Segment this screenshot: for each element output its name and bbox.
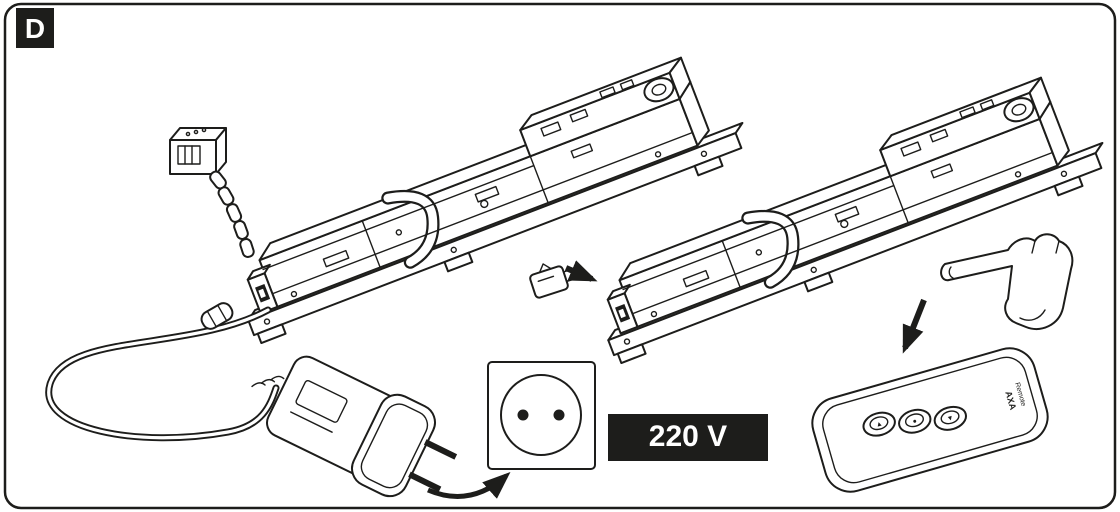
step-label: D xyxy=(25,13,45,44)
plug-face xyxy=(351,393,436,498)
down-icon: ▼ xyxy=(946,414,955,423)
stop-icon: ● xyxy=(912,418,918,426)
socket-hole xyxy=(553,409,565,421)
press-button-arrow-icon xyxy=(902,298,927,354)
chain xyxy=(209,170,255,258)
power-adapter xyxy=(251,355,458,498)
remote-button-stop: ● xyxy=(898,408,932,434)
plug-pin xyxy=(408,471,442,492)
ferrite-bead xyxy=(200,302,234,330)
panel-border xyxy=(3,2,1117,510)
chain-connector-block xyxy=(169,127,227,175)
cable-plug xyxy=(529,263,576,299)
power-cable xyxy=(45,302,280,442)
plug-into-socket-arrow-icon xyxy=(427,472,511,499)
plug-pin xyxy=(423,439,458,460)
remote-control: ▲ ● ▼ AXA Remote xyxy=(811,347,1049,493)
wall-socket xyxy=(487,361,596,470)
remote-button-down: ▼ xyxy=(933,405,968,431)
cable-strain-relief xyxy=(251,375,285,388)
plug-into-device-arrow-icon xyxy=(564,260,598,282)
up-icon: ▲ xyxy=(875,420,884,429)
voltage-label: 220 V xyxy=(649,420,727,453)
pointing-hand-icon xyxy=(940,233,1074,330)
step-badge: D xyxy=(16,8,54,48)
voltage-badge: 220 V xyxy=(608,414,768,461)
remote-button-up: ▲ xyxy=(862,411,896,437)
socket-hole xyxy=(517,409,529,421)
